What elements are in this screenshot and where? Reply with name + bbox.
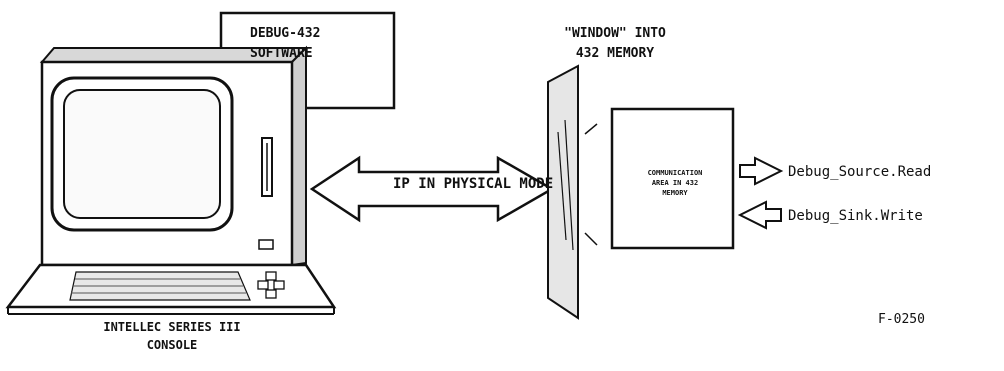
figure-id: F-0250 [878, 312, 925, 327]
software-label-line2: SOFTWARE [250, 44, 320, 64]
software-box-label: DEBUG-432 SOFTWARE [250, 24, 320, 64]
communication-area-label: COMMUNICATION AREA IN 432 MEMORY [616, 168, 734, 198]
ip-arrow-label: IP IN PHYSICAL MODE [393, 176, 553, 192]
console-computer-icon [8, 48, 334, 314]
source-read-label: Debug_Source.Read [788, 164, 931, 180]
console-label-line2: CONSOLE [52, 336, 292, 354]
window-label: "WINDOW" INTO 432 MEMORY [520, 24, 710, 64]
window-label-line1: "WINDOW" INTO [520, 24, 710, 44]
communication-label-line3: MEMORY [616, 188, 734, 198]
sink-write-arrow [740, 202, 781, 228]
communication-label-line2: AREA IN 432 [616, 178, 734, 188]
communication-label-line1: COMMUNICATION [616, 168, 734, 178]
memory-window-pane [548, 66, 597, 318]
software-label-line1: DEBUG-432 [250, 24, 320, 44]
source-read-arrow [740, 158, 781, 184]
console-label-line1: INTELLEC SERIES III [52, 318, 292, 336]
console-label: INTELLEC SERIES III CONSOLE [52, 318, 292, 354]
sink-write-label: Debug_Sink.Write [788, 208, 923, 224]
window-label-line2: 432 MEMORY [520, 44, 710, 64]
